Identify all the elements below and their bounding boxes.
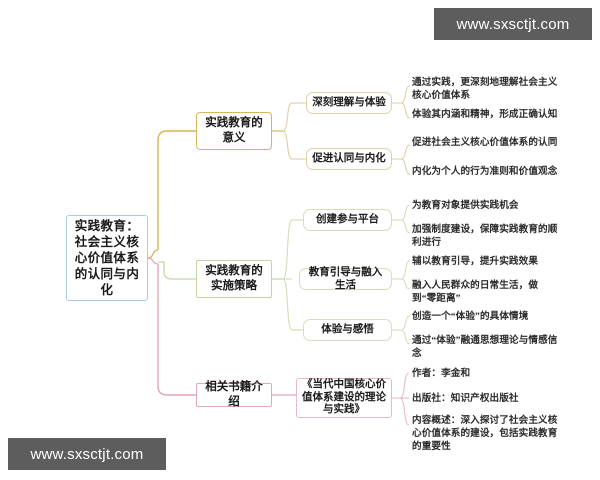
leaf-text: 创造一个“体验”的具体情境: [412, 311, 529, 322]
subnode-label: 创建参与平台: [316, 214, 379, 226]
root-node-label: 实践教育：社会主义核心价值体系的认同与内化: [74, 219, 140, 297]
branch-node-meaning[interactable]: 实践教育的意义: [196, 112, 272, 150]
subnode-label: 促进认同与内化: [312, 153, 386, 165]
subnode-promote-identification[interactable]: 促进认同与内化: [306, 148, 392, 170]
watermark-bottom: www.sxsctjt.com: [8, 438, 166, 470]
leaf-text: 融入人民群众的日常生活，做到“零距离”: [412, 280, 539, 305]
subnode-book-title[interactable]: 《当代中国核心价值体系建设的理论与实践》: [296, 378, 392, 418]
leaf-text: 为教育对象提供实践机会: [412, 200, 519, 211]
leaf-text: 作者：李金和: [412, 368, 471, 379]
root-node[interactable]: 实践教育：社会主义核心价值体系的认同与内化: [66, 215, 148, 301]
subnode-deep-understanding[interactable]: 深刻理解与体验: [306, 92, 392, 114]
subnode-label: 教育引导与融入生活: [308, 266, 383, 291]
leaf-text: 体验其内涵和精神，形成正确认知: [412, 109, 558, 120]
leaf-text: 促进社会主义核心价值体系的认同: [412, 137, 558, 148]
leaf-text: 辅以教育引导，提升实践效果: [412, 256, 539, 267]
leaf-text: 通过“体验”融通思想理论与情感信念: [412, 335, 558, 360]
leaf-text: 加强制度建设，保障实践教育的顺利进行: [412, 224, 558, 249]
branch-node-label: 相关书籍介绍: [205, 381, 263, 408]
subnode-label: 《当代中国核心价值体系建设的理论与实践》: [302, 378, 386, 416]
leaf-text: 通过实践，更深刻地理解社会主义核心价值体系: [412, 77, 558, 102]
branch-node-books[interactable]: 相关书籍介绍: [196, 381, 272, 408]
subnode-build-platform[interactable]: 创建参与平台: [303, 209, 392, 231]
subnode-label: 深刻理解与体验: [312, 97, 386, 109]
branch-node-label: 实践教育的意义: [205, 117, 263, 144]
leaf-text: 内化为个人的行为准则和价值观念: [412, 166, 558, 177]
watermark-top: www.sxsctjt.com: [434, 8, 592, 40]
subnode-label: 体验与感悟: [321, 324, 374, 336]
leaf-text: 内容概述：深入探讨了社会主义核心价值体系的建设，包括实践教育的重要性: [412, 415, 558, 453]
branch-node-label: 实践教育的实施策略: [205, 265, 263, 292]
leaf-text: 出版社：知识产权出版社: [412, 393, 519, 404]
subnode-experience-insight[interactable]: 体验与感悟: [303, 319, 392, 341]
branch-node-strategy[interactable]: 实践教育的实施策略: [196, 260, 272, 298]
subnode-guidance-life[interactable]: 教育引导与融入生活: [299, 266, 392, 291]
